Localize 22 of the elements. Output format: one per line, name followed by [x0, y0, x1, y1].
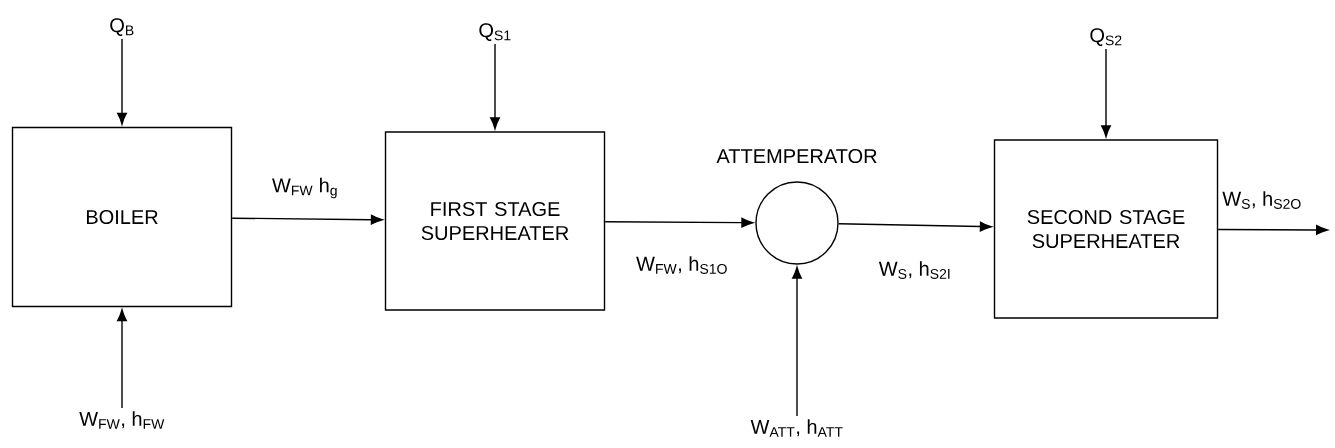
arrow — [792, 266, 802, 417]
edge-label: W$_{S}$, h$_{S2I}$ — [877, 260, 953, 280]
arrow — [117, 309, 127, 409]
stream-label: W$_{ATT}$, h$_{ATT}$ — [750, 419, 843, 437]
arrow — [1217, 225, 1328, 235]
arrow — [117, 38, 127, 125]
arrow — [838, 221, 992, 232]
edge-label: W$_{S}$, h$_{S2O}$ — [1221, 190, 1303, 210]
process-box: BOILER — [11, 126, 233, 308]
arrow — [604, 217, 754, 228]
stream-label: Q$_{S2}$ — [1090, 28, 1122, 46]
stream-label: Q$_{S1}$ — [479, 23, 511, 41]
process-box: FIRST STAGE SUPERHEATER — [384, 131, 606, 311]
process-box: SECOND STAGE SUPERHEATER — [993, 139, 1219, 319]
stream-label: Q$_{B}$ — [110, 18, 134, 36]
arrow — [490, 43, 500, 130]
arrow — [1101, 48, 1111, 138]
arrow — [231, 214, 383, 225]
node-heading: ATTEMPERATOR — [716, 148, 877, 164]
edge-label: W$_{FW}$, h$_{S1O}$ — [635, 255, 729, 275]
edge-label: W$_{FW}$ h$_{g}$ — [270, 176, 340, 200]
stream-label: W$_{FW}$, h$_{FW}$ — [79, 411, 165, 429]
